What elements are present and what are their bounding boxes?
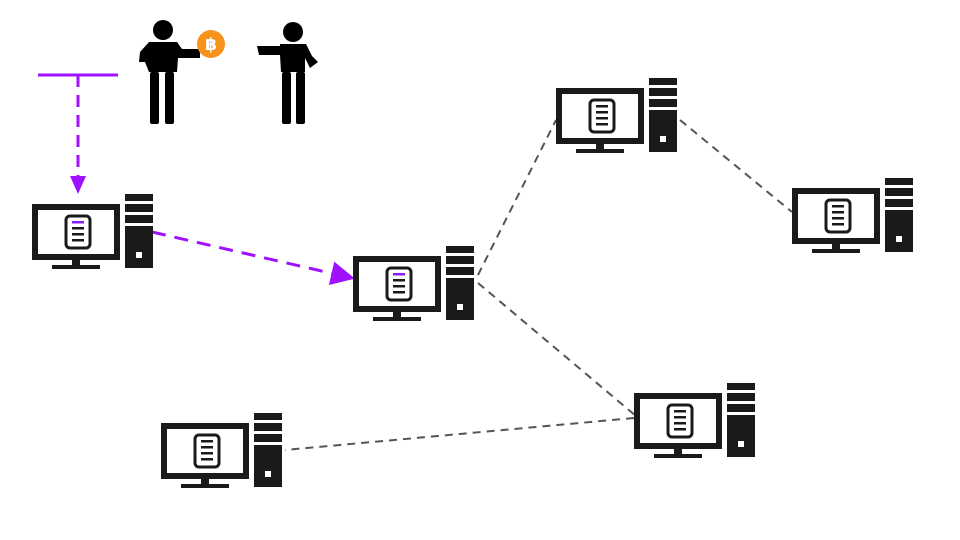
node-origin: [32, 192, 166, 276]
computer-monitor-icon: [353, 256, 441, 321]
document-accent: [393, 273, 405, 276]
document-icon: [64, 214, 92, 250]
edge-top-to-right: [679, 119, 793, 213]
computer-monitor-icon: [32, 204, 120, 269]
edge-origin-to-relay: [151, 230, 355, 285]
node-top: [556, 76, 690, 160]
document-line: [832, 205, 844, 208]
document-line: [201, 440, 213, 443]
node-relay: [353, 244, 487, 328]
edge-relay-to-top: [477, 119, 557, 276]
document-line: [674, 410, 686, 413]
transaction-drop-arrowhead: [70, 176, 86, 194]
network-edges: [151, 119, 793, 451]
bitcoin-coin-icon: ฿: [197, 30, 225, 58]
node-lower-right: [634, 381, 768, 465]
tower-icon: [885, 178, 913, 252]
tower-icon: [125, 194, 153, 268]
tower-icon: [649, 78, 677, 152]
tower-icon: [254, 413, 282, 487]
document-icon: [193, 433, 221, 469]
computer-monitor-icon: [634, 393, 722, 458]
computer-monitor-icon: [556, 88, 644, 153]
edge-lower-right-to-lower-left: [284, 417, 635, 451]
transaction-people: ฿: [139, 20, 318, 124]
edge-relay-to-lower-right: [477, 282, 637, 417]
tower-icon: [727, 383, 755, 457]
person-icon: [257, 22, 318, 124]
document-icon: [385, 266, 413, 302]
tower-icon: [446, 246, 474, 320]
person-icon: [139, 20, 200, 124]
node-right: [792, 176, 926, 260]
node-lower-left: [161, 411, 295, 495]
document-accent: [72, 221, 84, 224]
document-icon: [588, 98, 616, 134]
coin-symbol: ฿: [205, 35, 217, 55]
document-icon: [824, 198, 852, 234]
computer-monitor-icon: [161, 423, 249, 488]
computer-monitor-icon: [792, 188, 880, 253]
document-icon: [666, 403, 694, 439]
document-line: [596, 105, 608, 108]
